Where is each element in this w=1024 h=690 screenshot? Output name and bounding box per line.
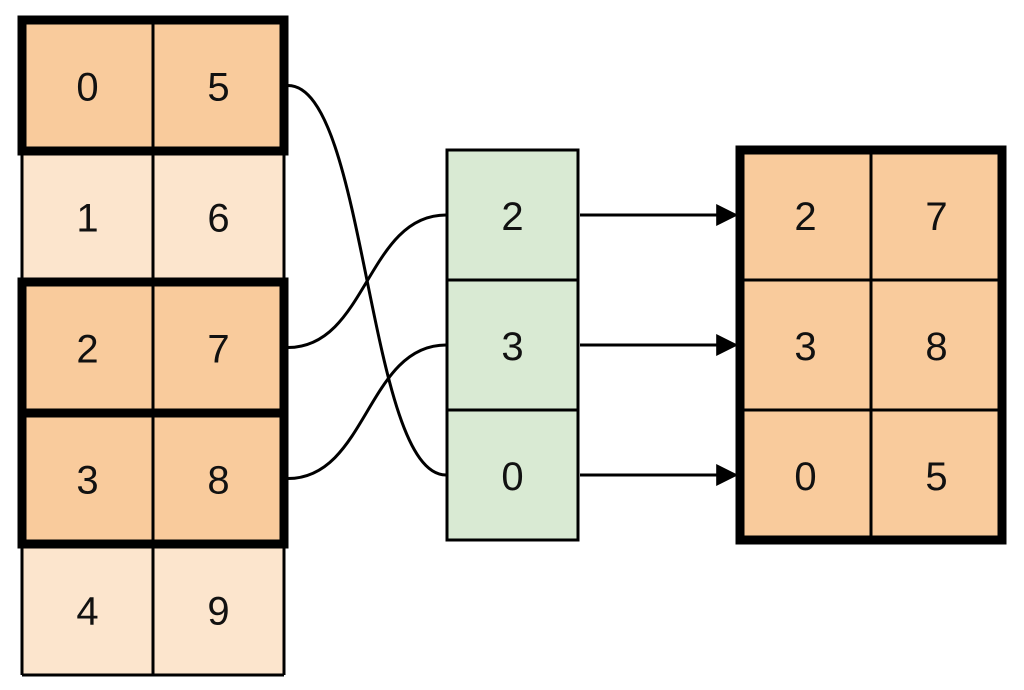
- source-cell-value: 6: [207, 197, 229, 241]
- result-cell: [740, 410, 871, 540]
- connectors: [287, 84, 739, 486]
- source-cell: [153, 544, 284, 675]
- index-cell: [447, 280, 578, 410]
- result-cell-value: 0: [794, 455, 816, 499]
- source-cell: [22, 151, 153, 282]
- source-cell-value: 0: [76, 66, 98, 110]
- source-cell-value: 7: [207, 328, 229, 372]
- source-cell: [153, 20, 284, 151]
- source-cell: [153, 282, 284, 413]
- cell-fills: [22, 20, 1002, 675]
- source-cell: [153, 151, 284, 282]
- source-cell-value: 3: [76, 459, 98, 503]
- source-cell-value: 4: [76, 590, 98, 634]
- result-cell: [871, 150, 1002, 280]
- index-value: 2: [501, 195, 523, 239]
- result-cell: [740, 280, 871, 410]
- selected-row-border: [17, 15, 289, 156]
- result-cell-value: 3: [794, 325, 816, 369]
- index-value: 0: [501, 455, 523, 499]
- result-cell: [871, 410, 1002, 540]
- index-connector-curve: [287, 343, 447, 480]
- source-cell-value: 2: [76, 328, 98, 372]
- index-vector-outline: [445, 148, 580, 542]
- source-cell: [22, 20, 153, 151]
- source-cell-value: 8: [207, 459, 229, 503]
- result-cell-value: 7: [925, 195, 947, 239]
- source-cell: [22, 544, 153, 675]
- source-cell-value: 1: [76, 197, 98, 241]
- index-cell: [447, 410, 578, 540]
- selected-row-border: [17, 408, 289, 549]
- result-cell-value: 5: [925, 455, 947, 499]
- source-cell-value: 9: [207, 590, 229, 634]
- source-cell-value: 5: [207, 66, 229, 110]
- result-table-border: [735, 145, 1007, 545]
- index-connector-curve: [287, 84, 447, 477]
- source-cell: [22, 413, 153, 544]
- result-cell-value: 8: [925, 325, 947, 369]
- index-value: 3: [501, 325, 523, 369]
- selection-borders: [17, 15, 1007, 549]
- result-cell: [871, 280, 1002, 410]
- result-cell: [740, 150, 871, 280]
- source-cell: [153, 413, 284, 544]
- result-cell-value: 2: [794, 195, 816, 239]
- cell-labels: 0 5 1 6 2 7 3 8 4 9 2 3 0 2 7 3 8 0 5: [76, 66, 947, 634]
- source-cell: [22, 282, 153, 413]
- index-cell: [447, 150, 578, 280]
